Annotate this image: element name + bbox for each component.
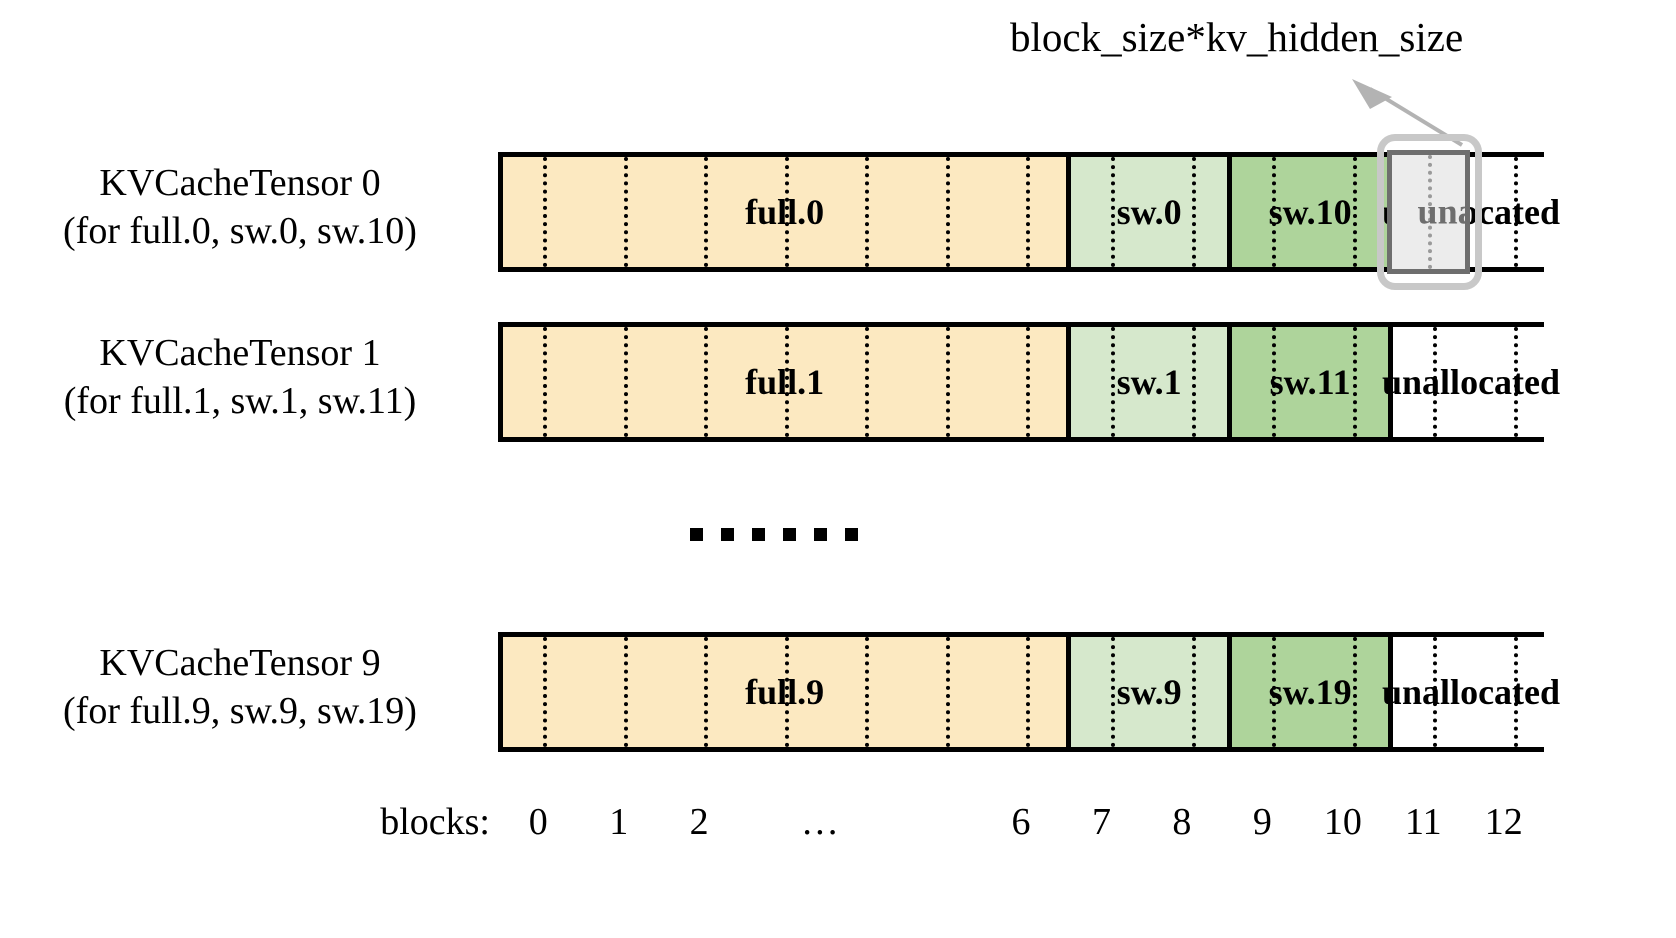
block-divider [1026, 157, 1030, 267]
ellipsis-dot [814, 528, 827, 541]
block-divider [1191, 327, 1196, 437]
axis-tick-label: 12 [1484, 801, 1523, 843]
block-divider [623, 157, 628, 267]
tensor-row-label-line2: (for full.0, sw.0, sw.10) [63, 209, 417, 252]
block-divider [1352, 157, 1357, 267]
tensor-row-label-line2: (for full.9, sw.9, sw.19) [63, 689, 417, 732]
block-divider [1352, 637, 1357, 747]
tensor-row-label: KVCacheTensor 9 (for full.9, sw.9, sw.19) [0, 640, 480, 735]
tensor-row-label-line1: KVCacheTensor 9 [99, 642, 381, 684]
bar-segment-full[interactable]: full.0 [503, 157, 1067, 267]
block-divider [1272, 637, 1277, 747]
block-divider [704, 637, 709, 747]
highlighted-block-label: unallocated [1417, 191, 1465, 232]
block-divider [1513, 637, 1518, 747]
block-divider [1111, 327, 1116, 437]
tensor-row-label-line1: KVCacheTensor 1 [99, 332, 381, 374]
axis-tick-label: 7 [1091, 801, 1111, 843]
bar-segment-sw-light[interactable]: sw.0 [1066, 157, 1228, 267]
axis-tick-label: 1 [609, 801, 629, 843]
kv-cache-tensor-bar[interactable]: full.1 sw.1 sw.11 unallocated [498, 322, 1560, 442]
block-divider [945, 637, 950, 747]
block-divider [1026, 327, 1030, 437]
bar-segment-sw-light[interactable]: sw.9 [1066, 637, 1228, 747]
bar-segment-full[interactable]: full.9 [503, 637, 1067, 747]
block-divider [784, 637, 789, 747]
arrow-up-left-icon [1352, 79, 1464, 147]
axis-tick-label: 9 [1252, 801, 1272, 843]
block-divider [865, 637, 870, 747]
axis-tick-label: 11 [1405, 801, 1442, 843]
bar-segment-label: sw.1 [1116, 361, 1182, 402]
bar-segment-sw-light[interactable]: sw.1 [1066, 327, 1228, 437]
axis-tick-label: 0 [528, 801, 548, 843]
block-divider [1111, 157, 1116, 267]
bar-segment-label: unallocated [1382, 361, 1561, 402]
bar-segment-label: sw.9 [1116, 671, 1182, 712]
block-divider [543, 637, 548, 747]
block-divider [1272, 157, 1277, 267]
block-divider [1433, 637, 1438, 747]
bar-segment-sw-dark[interactable]: sw.10 [1227, 157, 1389, 267]
block-divider [704, 157, 709, 267]
ellipsis-dot [690, 528, 703, 541]
bar-segment-sw-dark[interactable]: sw.11 [1227, 327, 1389, 437]
bar-segment-sw-dark[interactable]: sw.19 [1227, 637, 1389, 747]
block-divider [623, 637, 628, 747]
block-divider [945, 157, 950, 267]
bar-segment-label: sw.0 [1116, 191, 1182, 232]
block-divider [543, 327, 548, 437]
block-divider [704, 327, 709, 437]
bar-segment-unallocated[interactable]: unallocated [1382, 327, 1560, 437]
axis-tick-label: 8 [1172, 801, 1192, 843]
annotation-label: block_size*kv_hidden_size [1010, 14, 1464, 60]
bar-segment-label: full.1 [745, 361, 825, 402]
axis-title: blocks: [380, 801, 490, 843]
bar-segment-label: sw.10 [1268, 191, 1352, 232]
bar-segment-label: full.0 [745, 191, 825, 232]
block-divider [865, 327, 870, 437]
block-divider [784, 157, 789, 267]
block-divider [623, 327, 628, 437]
bar-segment-label: full.9 [745, 671, 825, 712]
block-divider [1352, 327, 1357, 437]
kv-cache-tensor-bar[interactable]: full.9 sw.9 sw.19 unallocated [498, 632, 1560, 752]
kv-cache-tensor-bar[interactable]: full.0 sw.0 sw.10 unallocated [498, 152, 1560, 272]
block-divider [543, 157, 548, 267]
tensor-row-label: KVCacheTensor 0 (for full.0, sw.0, sw.10) [0, 160, 480, 255]
axis-tick-label: 6 [1011, 801, 1031, 843]
block-divider [865, 157, 870, 267]
block-divider [1428, 155, 1433, 269]
block-divider [1111, 637, 1116, 747]
tensor-row-label-line2: (for full.1, sw.1, sw.11) [63, 379, 417, 422]
block-divider [1513, 157, 1518, 267]
block-divider [1433, 327, 1438, 437]
block-divider [1191, 157, 1196, 267]
tensor-row-label-line1: KVCacheTensor 0 [99, 162, 381, 204]
block-divider [1026, 637, 1030, 747]
axis-tick-label: 2 [689, 801, 709, 843]
bar-segment-label: sw.19 [1268, 671, 1352, 712]
ellipsis-dot [752, 528, 765, 541]
bar-segment-unallocated[interactable]: unallocated [1382, 637, 1560, 747]
block-divider [1191, 637, 1196, 747]
axis-tick-label: … [800, 801, 839, 843]
block-divider [1272, 327, 1277, 437]
block-divider [784, 327, 789, 437]
vertical-ellipsis [690, 528, 858, 541]
block-divider [1513, 327, 1518, 437]
highlighted-block-cell[interactable]: unallocated [1387, 150, 1470, 274]
bar-segment-label: unallocated [1382, 671, 1561, 712]
ellipsis-dot [721, 528, 734, 541]
bar-segment-label: sw.11 [1269, 361, 1351, 402]
ellipsis-dot [845, 528, 858, 541]
ellipsis-dot [783, 528, 796, 541]
axis-tick-label: 10 [1323, 801, 1362, 843]
bar-segment-full[interactable]: full.1 [503, 327, 1067, 437]
block-divider [945, 327, 950, 437]
tensor-row-label: KVCacheTensor 1 (for full.1, sw.1, sw.11) [0, 330, 480, 425]
